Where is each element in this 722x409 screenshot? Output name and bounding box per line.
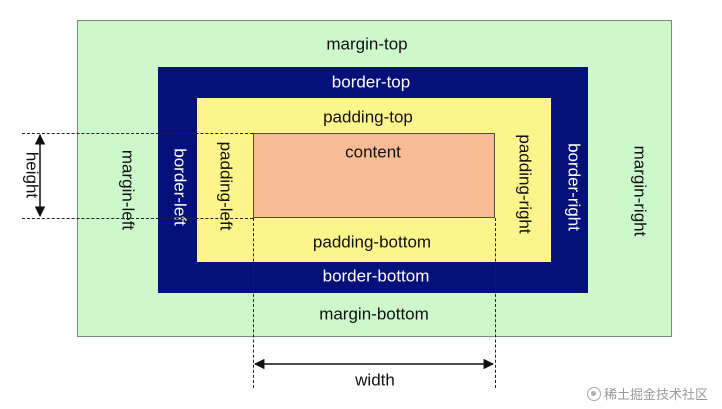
- padding-top-label: padding-top: [323, 107, 413, 127]
- width-label: width: [355, 370, 395, 390]
- width-left-guide: [253, 218, 254, 388]
- height-label: height: [22, 151, 42, 199]
- margin-bottom-label: margin-bottom: [319, 304, 429, 324]
- width-right-guide: [495, 218, 496, 388]
- watermark: 稀土掘金技术社区: [586, 384, 708, 403]
- juejin-logo-icon: [586, 386, 601, 401]
- content-box: [253, 133, 495, 218]
- border-bottom-label: border-bottom: [322, 266, 430, 286]
- height-top-guide: [22, 133, 253, 134]
- margin-top-label: margin-top: [326, 34, 408, 54]
- border-top-label: border-top: [331, 72, 411, 92]
- padding-bottom-label: padding-bottom: [312, 232, 432, 252]
- watermark-text: 稀土掘金技术社区: [603, 387, 708, 402]
- content-label: content: [345, 142, 401, 162]
- height-bottom-guide: [22, 218, 253, 219]
